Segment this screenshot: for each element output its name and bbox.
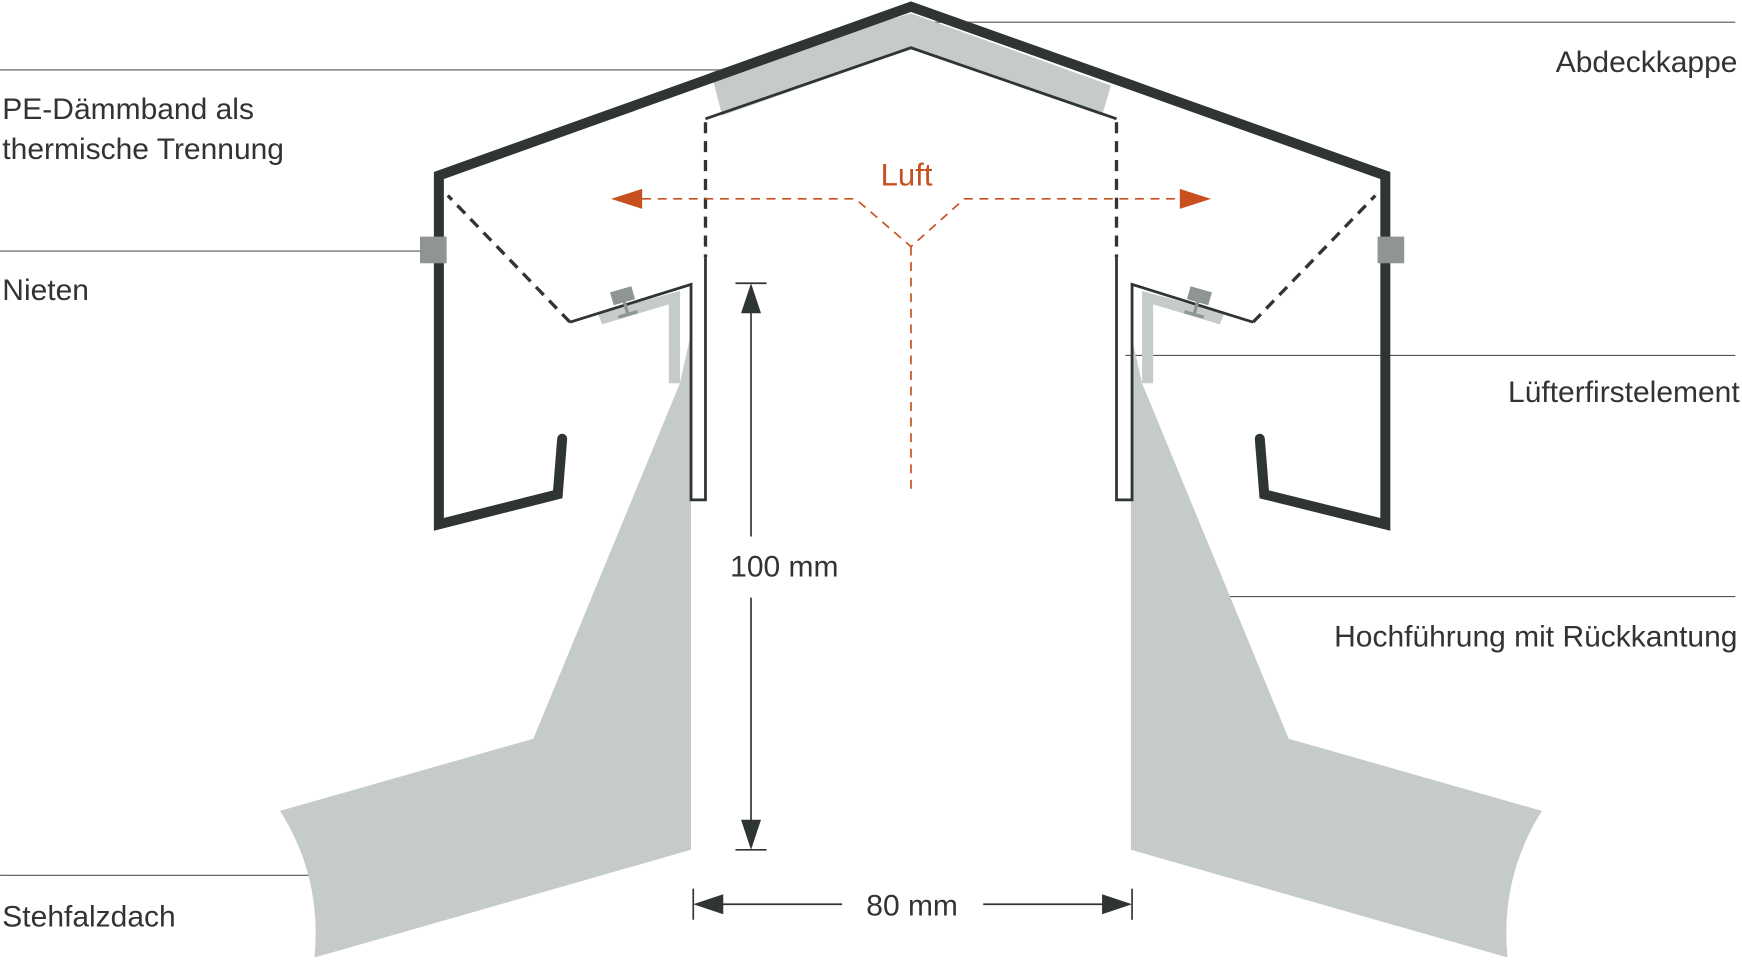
cover-cap	[433, 1, 1391, 531]
pe-insulation-band	[711, 13, 1111, 116]
rivet-icon	[419, 236, 447, 264]
rivet-icon	[1184, 286, 1212, 319]
dimension-width-label: 80 mm	[866, 889, 958, 922]
vent-element-top	[705, 46, 1117, 121]
vent-element-right	[1115, 257, 1254, 502]
label-abdeckkappe: Abdeckkappe	[1556, 46, 1738, 79]
arrow-down-icon	[741, 819, 762, 850]
air-flow-line	[642, 198, 1180, 248]
vent-mesh-right	[1251, 194, 1377, 324]
label-pe-line2: thermische Trennung	[2, 133, 284, 166]
vent-element-left	[569, 257, 707, 502]
arrow-left-icon	[611, 188, 643, 209]
label-luft: Luft	[881, 158, 933, 193]
label-stehfalz: Stehfalzdach	[2, 900, 175, 933]
flange-right	[1142, 291, 1225, 384]
label-nieten: Nieten	[2, 274, 89, 307]
vent-mesh-left	[446, 194, 572, 324]
rivet-icon	[1377, 236, 1405, 264]
label-hochfuehrung: Hochführung mit Rückkantung	[1334, 621, 1737, 654]
arrow-left-dim-icon	[693, 894, 724, 915]
flange-left	[597, 291, 680, 384]
roof-left	[280, 333, 692, 958]
arrow-up-icon	[741, 283, 762, 314]
label-pe-line1: PE-Dämmband als	[2, 93, 254, 126]
dimension-height-label: 100 mm	[730, 551, 838, 584]
rivet-icon	[610, 286, 638, 319]
arrow-right-icon	[1179, 188, 1211, 209]
roof-right	[1130, 333, 1542, 958]
arrow-right-dim-icon	[1102, 894, 1133, 915]
label-luefter: Lüfterfirstelement	[1508, 376, 1740, 409]
